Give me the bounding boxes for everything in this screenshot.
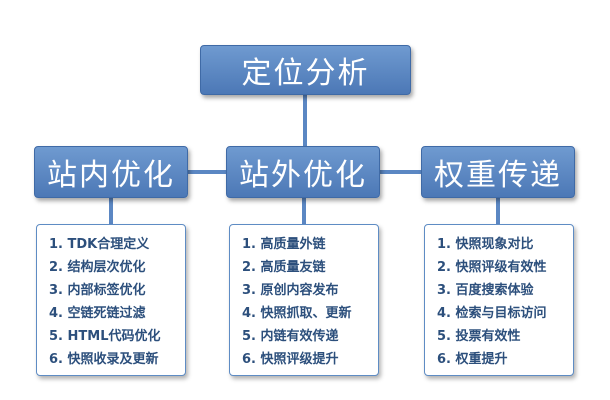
list-item: 2. 高质量友链 bbox=[242, 260, 326, 275]
list-item: 3. 百度搜索体验 bbox=[437, 283, 534, 298]
list-item: 2. 快照评级有效性 bbox=[437, 260, 547, 275]
list-item: 2. 结构层次优化 bbox=[49, 260, 146, 275]
list-item: 5. HTML代码优化 bbox=[49, 329, 161, 344]
branch-node-onsite: 站内优化 bbox=[34, 146, 188, 198]
list-item: 1. 快照现象对比 bbox=[437, 237, 534, 252]
list-item: 1. TDK合理定义 bbox=[49, 237, 150, 252]
branch-label: 权重传递 bbox=[434, 158, 562, 193]
onsite-item-list: 1. TDK合理定义 2. 结构层次优化 3. 内部标签优化 4. 空链死链过滤… bbox=[36, 224, 186, 376]
offsite-item-list: 1. 高质量外链 2. 高质量友链 3. 原创内容发布 4. 快照抓取、更新 5… bbox=[229, 224, 379, 376]
list-item: 5. 内链有效传递 bbox=[242, 329, 339, 344]
branch-node-weight: 权重传递 bbox=[421, 146, 575, 198]
list-item: 1. 高质量外链 bbox=[242, 237, 326, 252]
root-node: 定位分析 bbox=[200, 45, 411, 95]
branch-label: 站内优化 bbox=[47, 158, 175, 193]
list-item: 3. 内部标签优化 bbox=[49, 283, 146, 298]
list-item: 3. 原创内容发布 bbox=[242, 283, 339, 298]
list-item: 5. 投票有效性 bbox=[437, 329, 521, 344]
list-item: 4. 空链死链过滤 bbox=[49, 306, 146, 321]
list-item: 6. 快照评级提升 bbox=[242, 352, 339, 367]
list-item: 4. 检索与目标访问 bbox=[437, 306, 547, 321]
root-label: 定位分析 bbox=[241, 56, 370, 91]
weight-item-list: 1. 快照现象对比 2. 快照评级有效性 3. 百度搜索体验 4. 检索与目标访… bbox=[424, 224, 574, 376]
branch-label: 站外优化 bbox=[239, 158, 367, 193]
branch-node-offsite: 站外优化 bbox=[226, 146, 380, 198]
list-item: 4. 快照抓取、更新 bbox=[242, 306, 352, 321]
list-item: 6. 权重提升 bbox=[437, 352, 508, 367]
list-item: 6. 快照收录及更新 bbox=[49, 352, 159, 367]
